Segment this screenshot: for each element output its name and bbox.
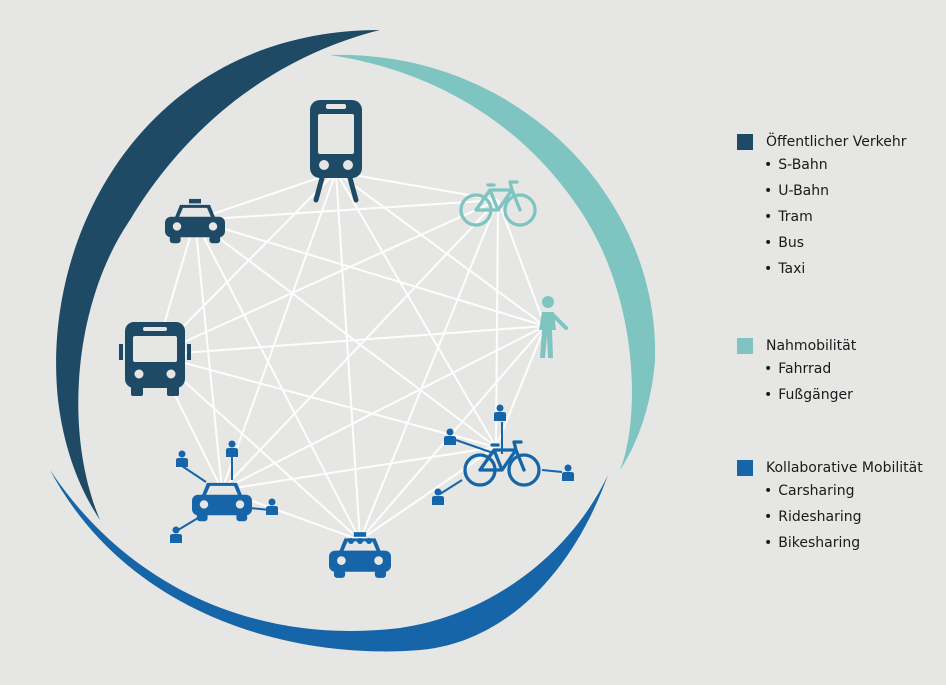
carsharing-icon xyxy=(170,440,278,543)
legend-item-fussgaenger: Fußgänger xyxy=(737,382,856,408)
ridesharing-icon xyxy=(329,532,391,578)
person-icon xyxy=(266,498,278,515)
legend-public-header: Öffentlicher Verkehr xyxy=(737,132,907,152)
bicycle-icon xyxy=(459,180,537,227)
legend-public-label: Öffentlicher Verkehr xyxy=(766,134,907,150)
network-link xyxy=(194,219,361,541)
legend-public-transport: Öffentlicher Verkehr S-Bahn U-Bahn Tram … xyxy=(737,132,907,282)
legend-collab-header: Kollaborative Mobilität xyxy=(737,458,923,478)
passenger-icon xyxy=(357,538,363,544)
network-link xyxy=(221,325,546,491)
legend-item-carsharing: Carsharing xyxy=(737,478,923,504)
network-link xyxy=(335,171,546,327)
legend-item-tram: Tram xyxy=(737,204,907,230)
legend-item-fahrrad: Fahrrad xyxy=(737,356,856,382)
network-link xyxy=(194,199,499,221)
person-icon xyxy=(562,464,574,481)
person-icon xyxy=(226,440,238,457)
network-link xyxy=(495,325,546,448)
public-transport-arc xyxy=(56,30,380,520)
legend-near-swatch xyxy=(737,338,753,354)
near-mobility-arc xyxy=(330,54,656,470)
network-link xyxy=(194,219,497,448)
person-icon xyxy=(444,428,456,445)
icons-layer xyxy=(119,100,574,578)
network-link xyxy=(221,446,497,491)
network-link xyxy=(154,199,499,356)
passenger-icon xyxy=(348,538,354,544)
legend-near-mobility: Nahmobilität Fahrrad Fußgänger xyxy=(737,336,856,408)
network-link xyxy=(359,199,499,541)
legend-item-ridesharing: Ridesharing xyxy=(737,504,923,530)
network-link xyxy=(154,354,361,541)
network-link xyxy=(497,199,546,327)
network-link xyxy=(194,219,223,491)
bus-icon xyxy=(119,322,191,396)
legend-public-swatch xyxy=(737,134,753,150)
legend-collab-swatch xyxy=(737,460,753,476)
legend-near-header: Nahmobilität xyxy=(737,336,856,356)
bikesharing-icon xyxy=(432,404,574,505)
person-icon xyxy=(494,404,506,421)
legend-item-ubahn: U-Bahn xyxy=(737,178,907,204)
legend-near-label: Nahmobilität xyxy=(766,338,857,354)
network-link xyxy=(495,199,499,448)
network-link xyxy=(335,171,497,448)
network-link xyxy=(359,446,497,541)
network-link xyxy=(335,171,361,541)
legend-collab-label: Kollaborative Mobilität xyxy=(766,460,923,476)
network-link xyxy=(154,325,546,356)
person-icon xyxy=(432,488,444,505)
pedestrian-icon xyxy=(539,296,568,358)
person-icon xyxy=(170,526,182,543)
legend-item-sbahn: S-Bahn xyxy=(737,152,907,178)
person-icon xyxy=(176,450,188,467)
network-link xyxy=(194,219,546,327)
network-link xyxy=(221,171,337,491)
taxi-icon xyxy=(165,198,225,244)
legend-item-bikesharing: Bikesharing xyxy=(737,530,923,556)
network-link xyxy=(194,171,337,221)
network-lines xyxy=(154,171,546,541)
legend-collaborative-mobility: Kollaborative Mobilität Carsharing Rides… xyxy=(737,458,923,556)
network-link xyxy=(154,171,337,356)
legend-item-bus: Bus xyxy=(737,230,907,256)
network-link xyxy=(154,354,497,448)
legend-item-taxi: Taxi xyxy=(737,256,907,282)
passenger-icon xyxy=(366,538,372,544)
train-icon xyxy=(310,100,362,203)
